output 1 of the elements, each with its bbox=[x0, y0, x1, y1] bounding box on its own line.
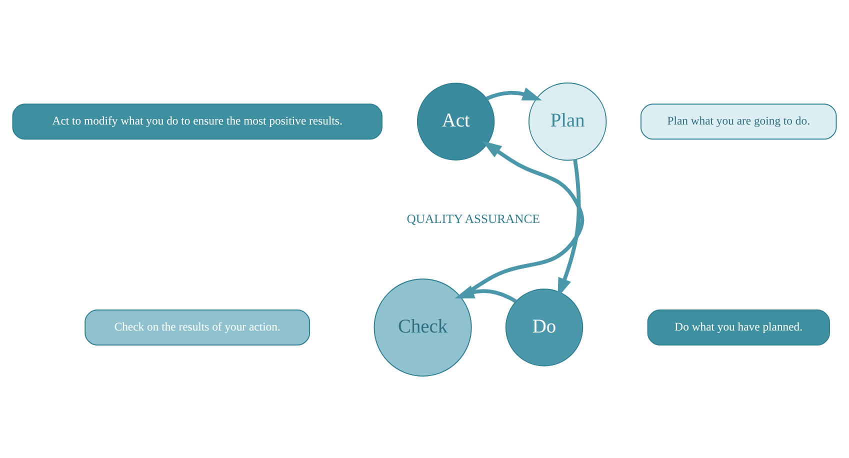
node-text: QUALITY ASSURANCE bbox=[406, 211, 540, 226]
